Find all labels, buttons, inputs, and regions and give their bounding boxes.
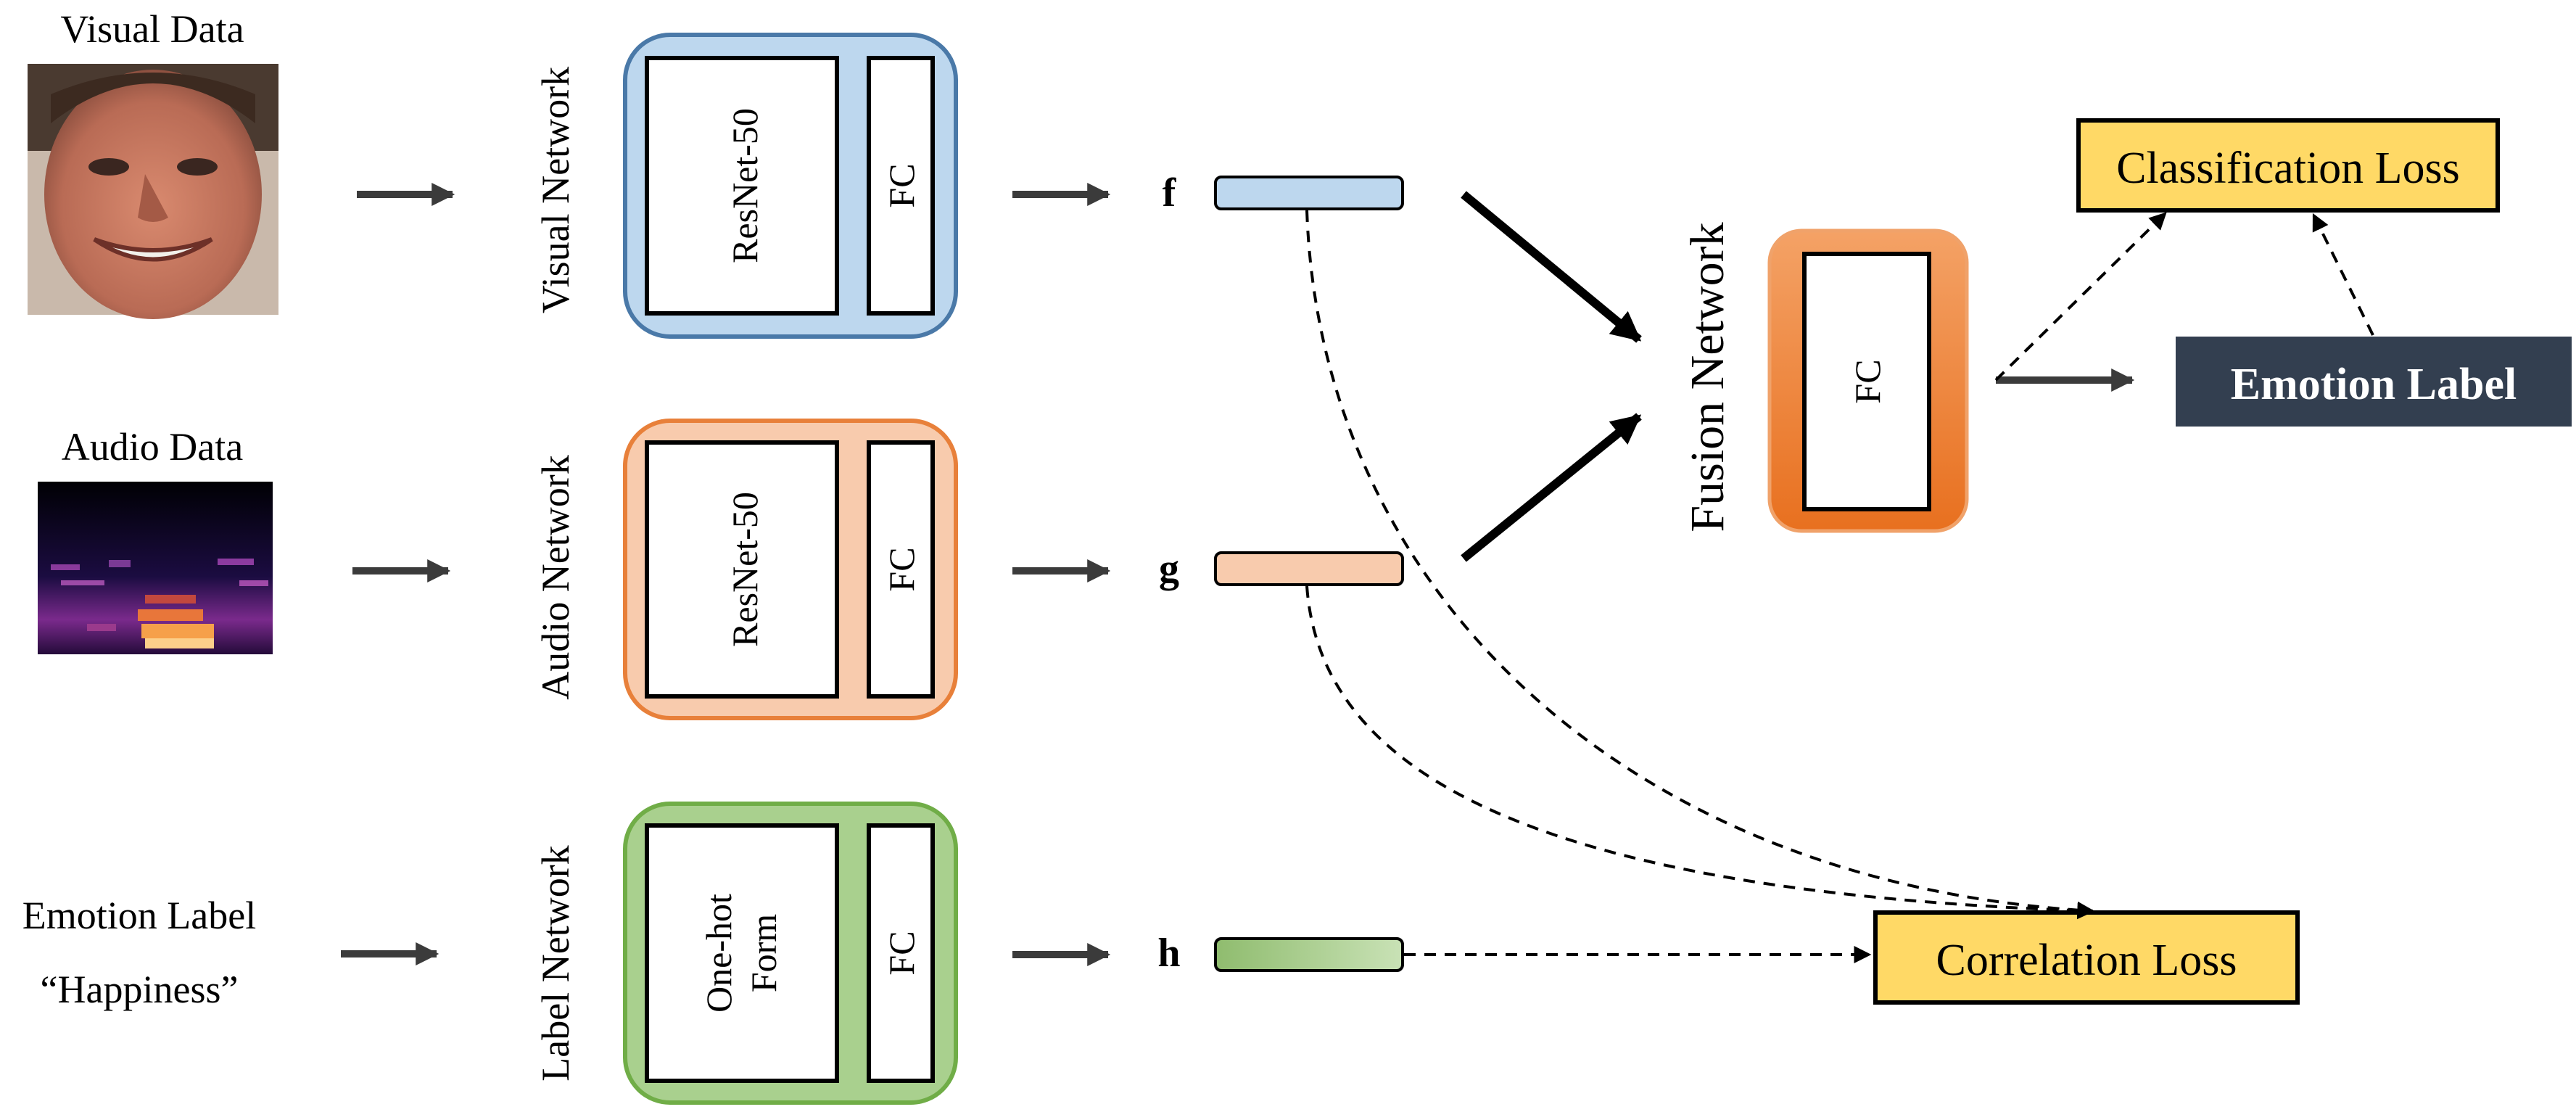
classification-loss-box bbox=[2076, 118, 2500, 213]
classification-loss-label: Classification Loss bbox=[2116, 144, 2460, 193]
label-network-block: One-hot Form FC bbox=[623, 802, 958, 1105]
visual-network-title: Visual Network bbox=[534, 67, 577, 313]
visual-resnet-label: ResNet-50 bbox=[724, 108, 765, 263]
spectrogram-image bbox=[38, 482, 273, 654]
fusion-network-title: Fusion Network bbox=[1681, 222, 1734, 532]
emotion-to-classification-dashed-arrow bbox=[2312, 213, 2374, 336]
visual-fc-label: FC bbox=[881, 163, 922, 207]
feature-g-vector bbox=[1214, 551, 1404, 586]
f-to-correlation-dashed-arrow bbox=[1305, 210, 2095, 919]
emotion-label-input-line1: Emotion Label bbox=[22, 894, 256, 937]
label-network-title: Label Network bbox=[534, 845, 577, 1081]
onehot-label-line2: Form bbox=[743, 914, 784, 992]
visual-network-block: ResNet-50 FC bbox=[623, 33, 958, 339]
audio-data-label: Audio Data bbox=[62, 425, 243, 469]
feature-h-label: h bbox=[1157, 931, 1180, 976]
audio-network-title: Audio Network bbox=[534, 455, 577, 699]
correlation-loss-box bbox=[1873, 910, 2300, 1005]
g-to-correlation-dashed-arrow bbox=[1305, 585, 2095, 920]
audio-network-block: ResNet-50 FC bbox=[623, 419, 958, 720]
audio-resnet-label: ResNet-50 bbox=[724, 492, 765, 647]
audio-resnet-box bbox=[645, 440, 839, 699]
visual-data-label: Visual Data bbox=[60, 7, 244, 51]
fusion-fc-label: FC bbox=[1847, 359, 1888, 403]
fusion-fc-box bbox=[1802, 252, 1931, 511]
emotion-label-output-text: Emotion Label bbox=[2231, 360, 2517, 409]
audio-fc-box bbox=[867, 440, 935, 699]
fusion-network-block: FC bbox=[1767, 228, 1969, 533]
emotion-label-input-line2: “Happiness” bbox=[41, 968, 239, 1011]
correlation-loss-label: Correlation Loss bbox=[1936, 936, 2237, 985]
label-fc-label: FC bbox=[881, 931, 922, 975]
g-to-fusion-arrow bbox=[1461, 413, 1642, 562]
visual-fc-box bbox=[867, 56, 935, 316]
feature-g-label: g bbox=[1159, 546, 1179, 591]
feature-f-label: f bbox=[1163, 170, 1177, 215]
onehot-form-box bbox=[645, 823, 839, 1083]
audio-fc-label: FC bbox=[881, 547, 922, 591]
fusion-to-classification-dashed-arrow bbox=[1994, 212, 2167, 382]
label-fc-box bbox=[867, 823, 935, 1083]
f-to-fusion-arrow bbox=[1461, 191, 1642, 343]
feature-f-vector bbox=[1214, 176, 1404, 210]
onehot-label-line1: One-hot bbox=[698, 894, 739, 1013]
emotion-label-output-box bbox=[2176, 337, 2572, 427]
visual-resnet-box bbox=[645, 56, 839, 316]
face-image bbox=[28, 64, 278, 319]
feature-h-vector bbox=[1214, 937, 1404, 972]
